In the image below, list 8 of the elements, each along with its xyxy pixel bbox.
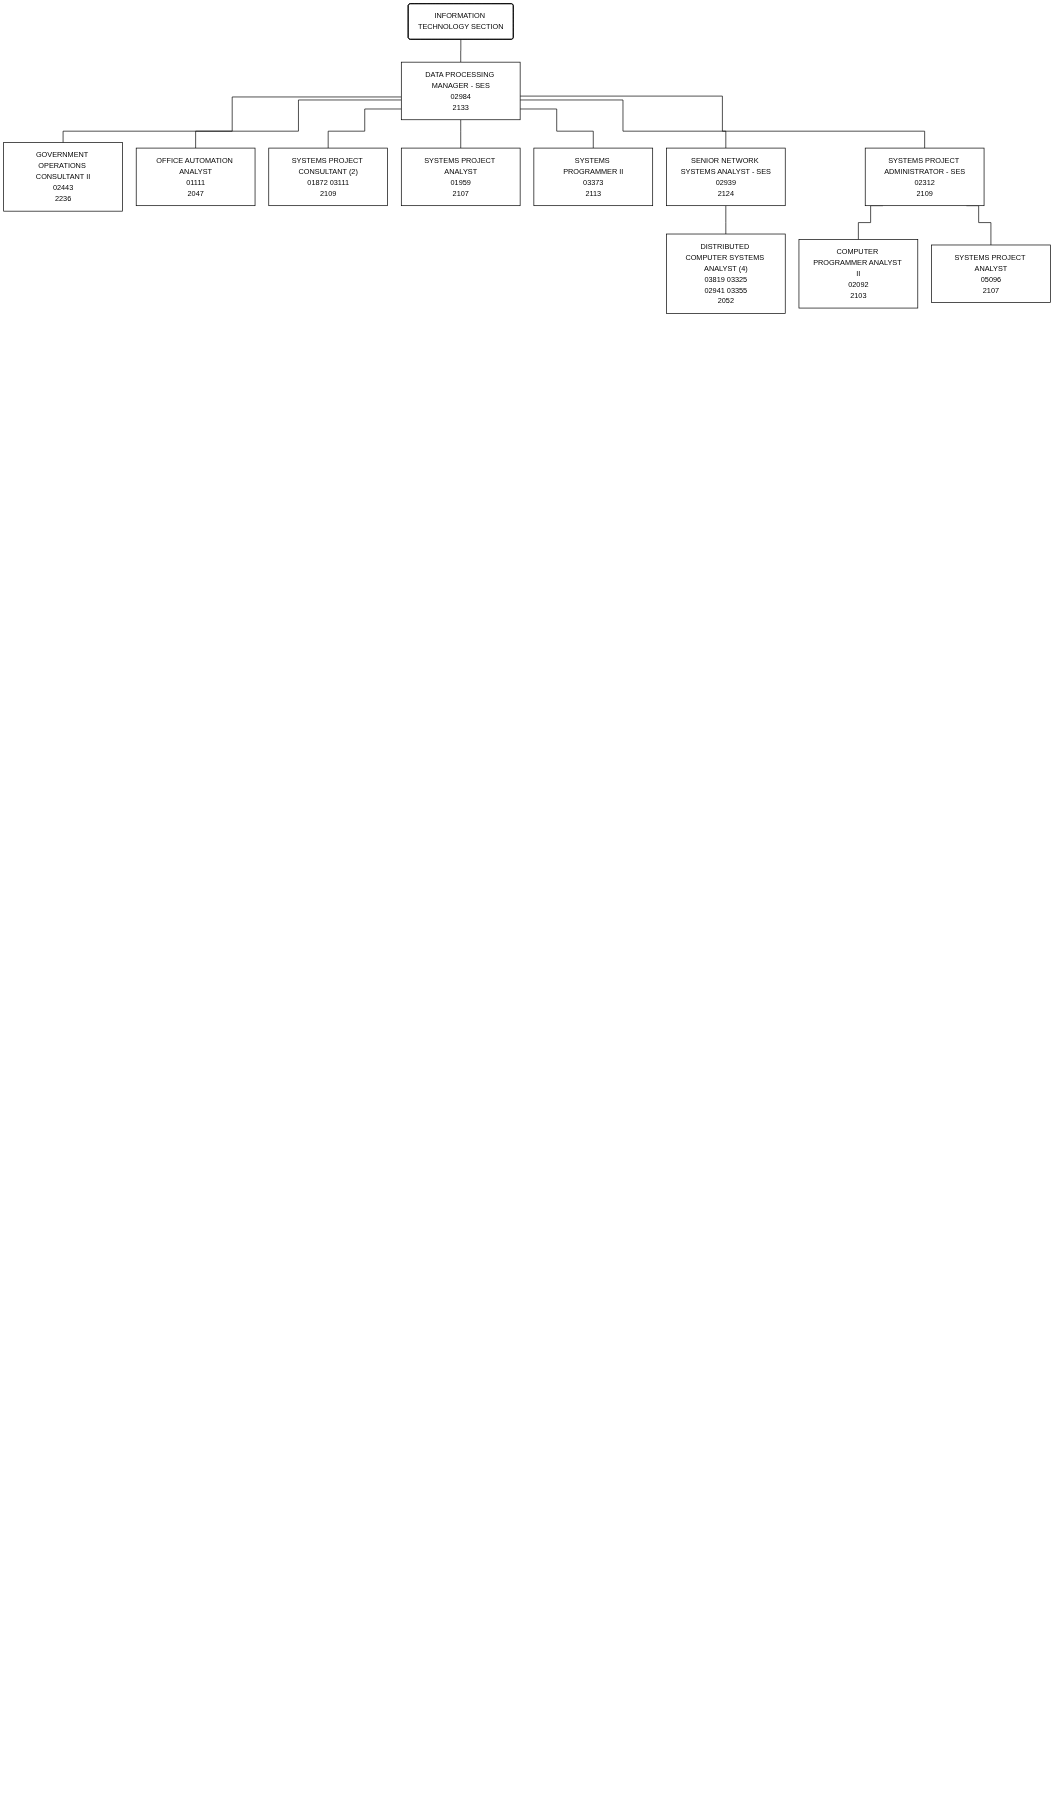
connector (460, 39, 462, 63)
connector (195, 99, 402, 149)
connector (327, 108, 402, 149)
connector (519, 95, 925, 149)
connector (725, 205, 727, 235)
connector (519, 99, 727, 149)
connector (62, 96, 402, 143)
connector (460, 119, 462, 149)
